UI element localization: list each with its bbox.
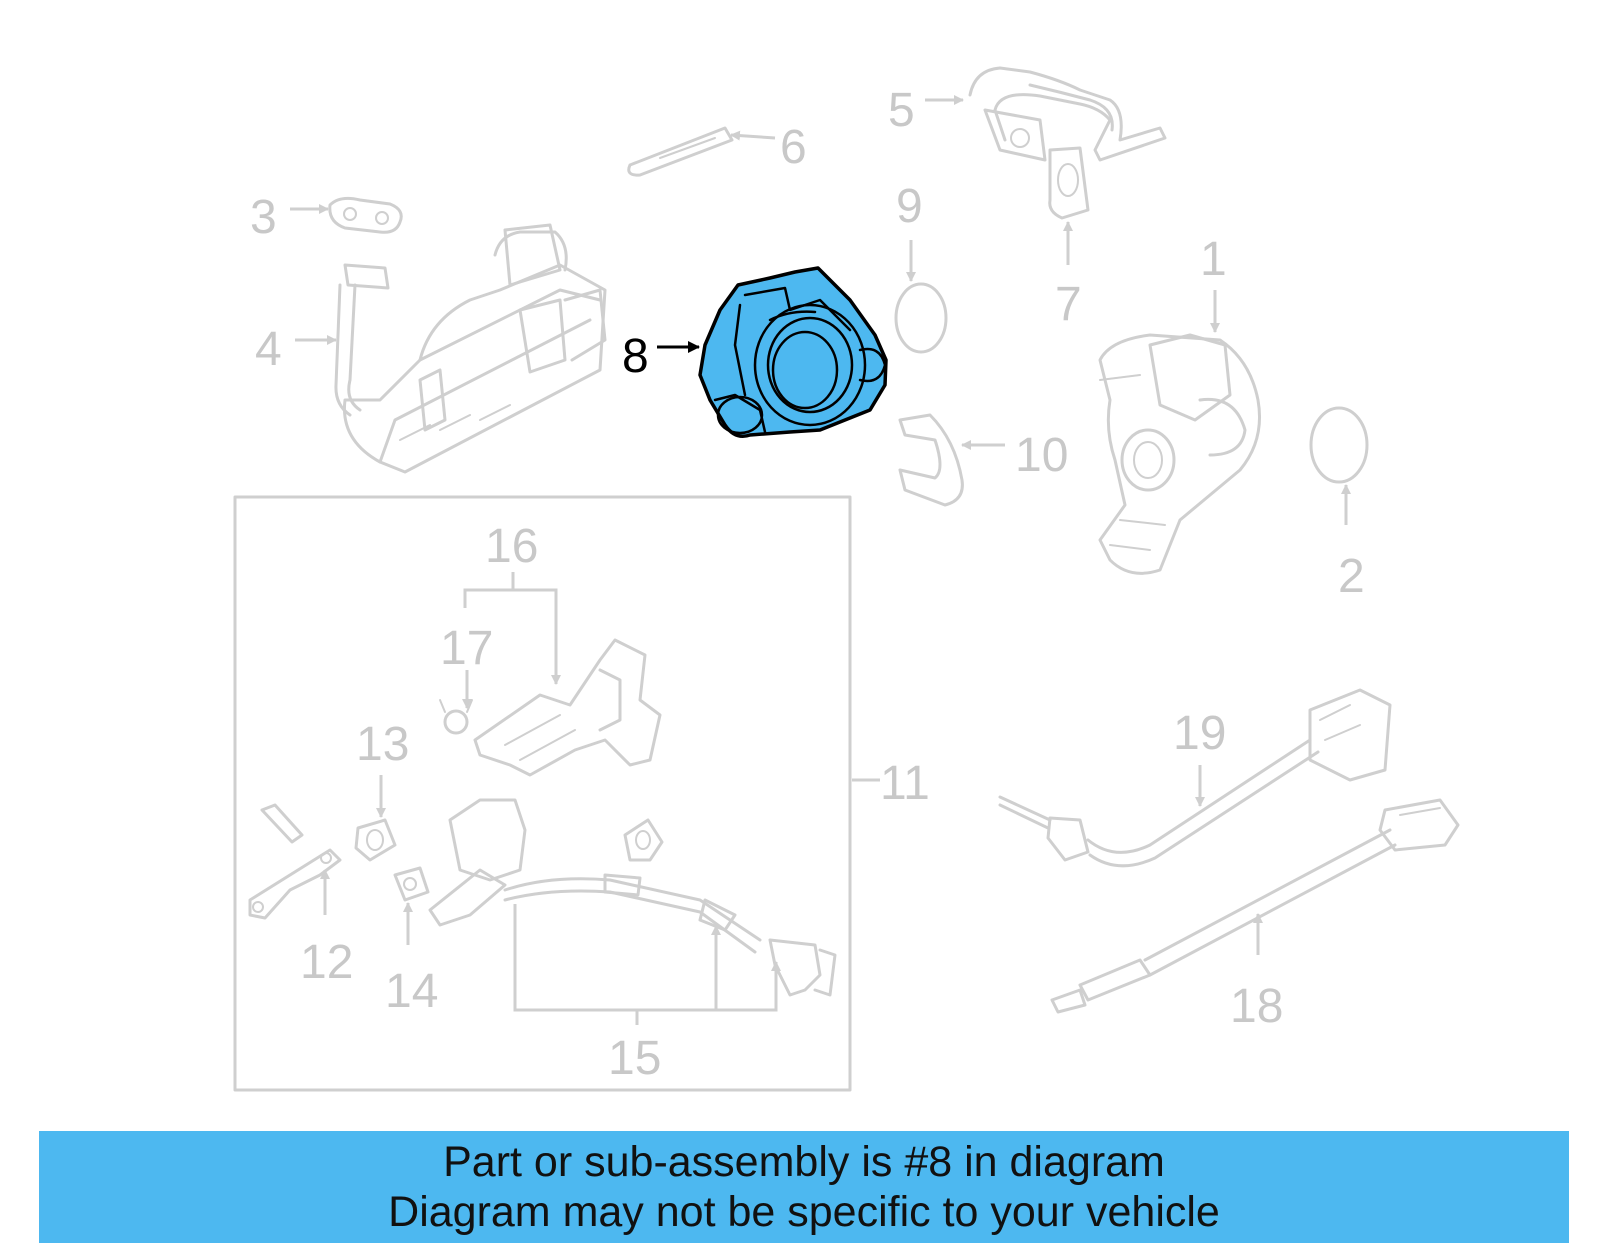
callout-7: 7 <box>1055 278 1082 331</box>
part-10-gasket <box>898 413 964 507</box>
part-12-bracket <box>248 803 342 920</box>
callout-14: 14 <box>385 965 438 1018</box>
part-4-egr-cooler <box>334 223 607 474</box>
part-5-egr-pipe <box>968 66 1167 162</box>
part-15-nut <box>623 818 664 862</box>
part-19-sensor <box>998 688 1392 868</box>
part-18-sensor <box>1050 798 1460 1014</box>
part-16-bracket <box>473 638 662 777</box>
part-14-clip <box>393 866 430 902</box>
callout-1: 1 <box>1200 233 1227 286</box>
callout-2: 2 <box>1338 550 1365 603</box>
callout-6: 6 <box>780 121 807 174</box>
callout-9: 9 <box>896 180 923 233</box>
callout-19: 19 <box>1173 707 1226 760</box>
callout-16: 16 <box>485 520 538 573</box>
callout-18: 18 <box>1230 980 1283 1033</box>
part-13-nut <box>354 818 397 862</box>
callout-13: 13 <box>356 718 409 771</box>
banner-line-disclaimer: Diagram may not be specific to your vehi… <box>388 1188 1220 1236</box>
leader-lines <box>290 95 1351 1025</box>
callout-labels: 1 2 3 4 5 6 7 8 9 10 11 12 13 14 15 16 1… <box>250 84 1365 1085</box>
callout-12: 12 <box>300 936 353 989</box>
callout-5: 5 <box>888 84 915 137</box>
part-3-gasket <box>328 196 403 234</box>
part-8-throttle-body <box>698 266 888 438</box>
part-9-o-ring <box>894 282 948 354</box>
part-1-egr-valve <box>1098 333 1262 575</box>
part-11-kit-box <box>233 495 852 1092</box>
callout-3: 3 <box>250 191 277 244</box>
callout-10: 10 <box>1015 429 1068 482</box>
callout-15: 15 <box>608 1032 661 1085</box>
callout-17: 17 <box>440 622 493 675</box>
callout-11: 11 <box>880 757 930 810</box>
part-7-gasket <box>1048 146 1090 220</box>
banner-line-part: Part or sub-assembly is #8 in diagram <box>443 1138 1165 1186</box>
callout-8: 8 <box>622 330 649 383</box>
callout-4: 4 <box>255 323 282 376</box>
part-6-bracket <box>627 126 734 177</box>
info-banner: Part or sub-assembly is #8 in diagram Di… <box>39 1131 1569 1243</box>
part-2-o-ring <box>1309 406 1369 484</box>
